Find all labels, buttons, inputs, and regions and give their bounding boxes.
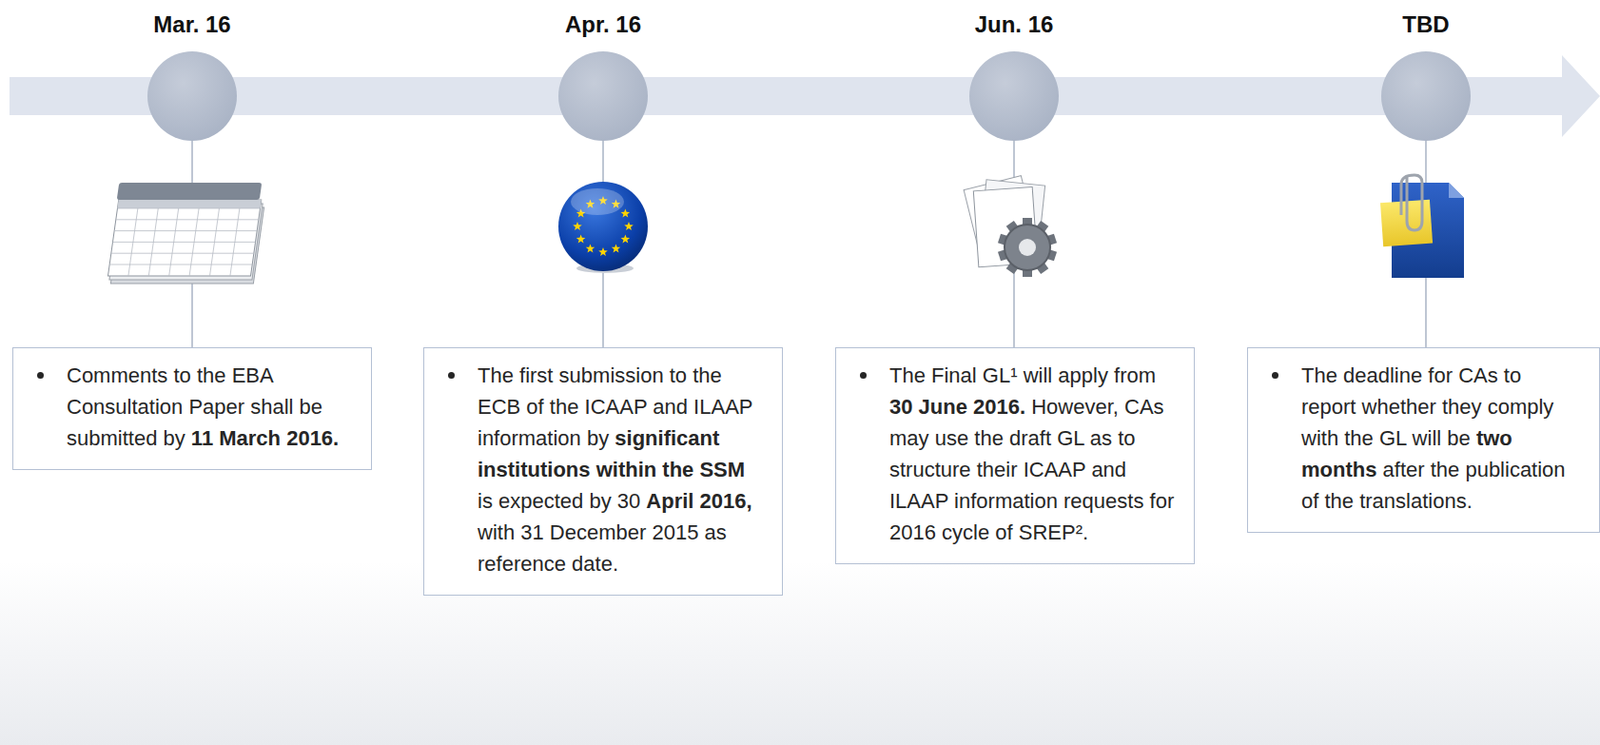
box-text: The Final GL¹ will apply from 30 June 20… [889, 359, 1175, 548]
eu-flag-sphere [558, 181, 648, 274]
timeline-arrow [9, 55, 1600, 137]
bullet-dot [859, 371, 867, 379]
bullet-dot [448, 371, 455, 379]
box-text: The first submission to the ECB of the I… [477, 359, 763, 580]
note-clip-icon [1380, 175, 1464, 278]
box-text: Comments to the EBA Consultation Paper s… [66, 359, 352, 454]
milestone-box: The deadline for CAs to report whether t… [1247, 347, 1600, 533]
date-label: Mar. 16 [153, 11, 231, 39]
date-label: Apr. 16 [565, 11, 642, 39]
box-text: The deadline for CAs to report whether t… [1301, 359, 1581, 517]
milestone-circles [147, 51, 1471, 141]
bullet-dot [37, 371, 44, 379]
documents-gear-icon [963, 175, 1057, 277]
calendar-icon [106, 182, 265, 284]
stem-lines [192, 140, 1426, 349]
date-label: Jun. 16 [975, 11, 1054, 39]
ground-gradient [0, 561, 1600, 745]
bullet-dot [1271, 371, 1279, 379]
milestone-box: The first submission to the ECB of the I… [423, 347, 783, 596]
milestone-box: The Final GL¹ will apply from 30 June 20… [835, 347, 1195, 565]
date-label: TBD [1402, 11, 1449, 39]
milestone-box: Comments to the EBA Consultation Paper s… [12, 347, 372, 470]
